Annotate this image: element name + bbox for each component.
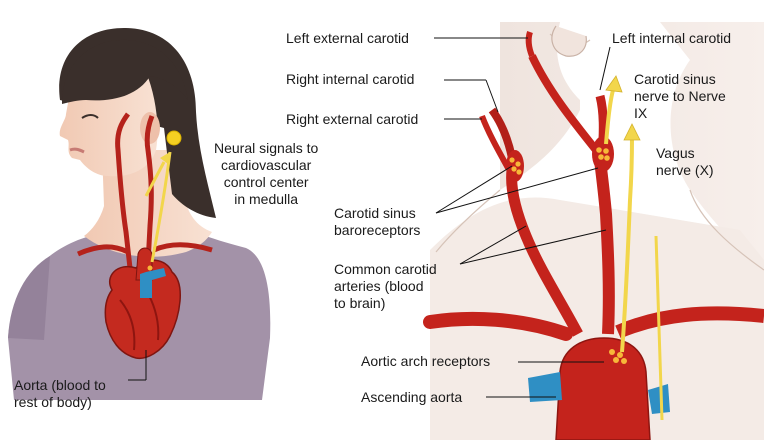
heart-receptor-dots [147, 265, 153, 271]
left-subclavian [615, 306, 764, 339]
label-right-external-carotid: Right external carotid [286, 111, 419, 127]
aortic-arch [555, 337, 651, 440]
right-external-carotid [479, 114, 511, 170]
vena-cava [528, 372, 562, 402]
hair-fringe [62, 39, 188, 104]
left-external-carotid-upper [525, 31, 535, 58]
label-aorta: Aorta (blood to rest of body) [14, 377, 106, 410]
label-left-internal-carotid: Left internal carotid [612, 30, 732, 46]
label-common-carotid-arteries: Common carotid arteries (blood to brain) [334, 261, 437, 311]
label-carotid-sinus-nerve: Carotid sinus nerve to Nerve IX [634, 71, 726, 121]
right-panel-shoulder [430, 197, 764, 440]
left-figure-carotid-right [115, 112, 133, 269]
label-carotid-sinus-baroreceptors: Carotid sinus baroreceptors [334, 205, 421, 238]
vagus-descending [654, 235, 664, 421]
right-subclavian [423, 311, 573, 341]
right-carotid-sinus [506, 150, 524, 182]
label-left-external-carotid: Left external carotid [286, 30, 409, 46]
left-figure-subclavian-right [76, 244, 130, 257]
vagus-nerve-arrowhead [623, 123, 641, 141]
vagus-nerve [620, 135, 634, 353]
left-figure-carotid-left [144, 115, 155, 265]
pulmonary-vein [648, 384, 670, 414]
left-common-carotid [594, 159, 615, 335]
left-carotid-sinus [592, 136, 614, 172]
left-figure-subclavian-left [152, 242, 213, 253]
lips [69, 147, 85, 154]
left-figure-nerve-arrowhead [160, 152, 170, 164]
carotid-sinus-nerve-arrowhead [605, 75, 623, 93]
label-ascending-aorta: Ascending aorta [361, 389, 463, 405]
label-neural-signals: Neural signals to cardiovascular control… [214, 140, 319, 207]
aortic-arch-receptor-dots [609, 349, 627, 364]
right-panel-skin [500, 22, 764, 270]
ear-outline [551, 25, 587, 57]
left-sinus-receptor-dots [596, 147, 610, 161]
right-sinus-receptor-dots [509, 157, 522, 175]
left-external-carotid [528, 54, 600, 153]
label-right-internal-carotid: Right internal carotid [286, 71, 415, 87]
left-figure-nerve-2 [144, 161, 166, 197]
label-aortic-arch-receptors: Aortic arch receptors [361, 353, 491, 369]
shirt-sleeve-left [8, 256, 50, 340]
left-figure-nerve [150, 151, 172, 263]
right-common-carotid [506, 169, 583, 337]
leader-lines [434, 37, 611, 398]
medulla-control-center [166, 130, 182, 146]
heart-vein [140, 268, 166, 298]
label-vagus-nerve: Vagus nerve (X) [656, 145, 714, 178]
carotid-sinus-nerve [604, 85, 616, 145]
eye [81, 114, 99, 119]
heart [104, 259, 181, 360]
